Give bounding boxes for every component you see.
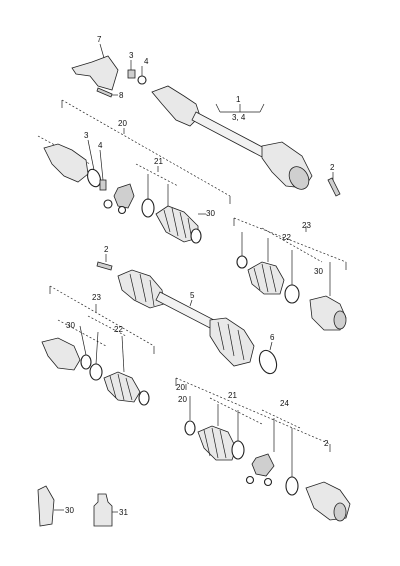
tripod-joint-b [251, 453, 275, 477]
callout-21-lower: 21 [228, 391, 237, 400]
heat-shield-7 [71, 55, 119, 91]
drive-shaft-middle: 2 5 6 [96, 245, 278, 375]
callout-30-upper: 30 [206, 209, 215, 218]
accessories: 30 31 [37, 485, 128, 527]
tripod-joint [113, 183, 135, 209]
outer-joint-20 [43, 143, 89, 183]
shaft-bar-mid [155, 291, 215, 329]
outer-joint-23 [41, 337, 81, 371]
callout-20-lower-b: 20 [178, 395, 187, 404]
callout-24: 24 [280, 399, 289, 408]
bolt-8 [96, 87, 113, 98]
drive-shaft-top: 7 8 3 4 2 1 3, 4 [71, 35, 341, 197]
boot-23 [247, 261, 285, 295]
clamp-ring-21b [231, 440, 245, 460]
boot-20b [197, 425, 237, 461]
grease-bottle-31 [93, 493, 113, 527]
callout-22-right: 22 [282, 233, 291, 242]
outer-joint-mid [117, 269, 165, 309]
small-clamp-23 [236, 255, 248, 269]
ring-4 [99, 179, 107, 191]
small-clamp-23b [80, 354, 92, 370]
boot-23b [103, 371, 141, 403]
repair-kit-20-upper: 20 3 4 21 30 [37, 99, 231, 244]
joint-flange-23 [333, 310, 347, 330]
small-clamp-23c [138, 390, 150, 406]
clamp-3 [87, 168, 101, 188]
callout-4-top: 4 [144, 57, 149, 66]
bolt-2-mid [96, 261, 113, 271]
callout-6: 6 [270, 333, 275, 342]
callout-1-sub: 3, 4 [232, 113, 246, 122]
flange-ring-6 [258, 349, 278, 375]
inner-cup-top [288, 166, 310, 190]
callout-2-top: 2 [330, 163, 335, 172]
repair-kit-20-lower: 20 21 24 2 20 [175, 377, 351, 522]
callout-23-right: 23 [302, 221, 311, 230]
callout-2-lower: 2 [324, 439, 329, 448]
clamp-ring-22b [89, 363, 103, 381]
callout-4-left: 4 [98, 141, 103, 150]
nut-3 [127, 69, 136, 79]
callout-8: 8 [119, 91, 124, 100]
joint-flange-20 [333, 502, 347, 522]
callout-3-top: 3 [129, 51, 134, 60]
callout-30-tube: 30 [65, 506, 74, 515]
callout-5: 5 [190, 291, 195, 300]
clamp-3b [285, 476, 299, 496]
callout-3-left: 3 [84, 131, 89, 140]
shaft-bar-top [191, 111, 269, 159]
callout-20-lower: 20 [176, 383, 185, 392]
callout-31: 31 [119, 508, 128, 517]
callout-2-mid: 2 [104, 245, 109, 254]
repair-kit-23-left: 23 30 22 [41, 285, 155, 406]
roller-a [103, 199, 113, 209]
repair-kit-23-right: 23 22 30 [233, 217, 347, 331]
roller-c [245, 475, 255, 485]
small-clamp-20 [190, 228, 202, 244]
clamp-ring-22 [284, 284, 300, 304]
clamp-ring-21 [141, 198, 155, 218]
small-clamp-20b [184, 420, 196, 436]
inner-boot-mid [209, 317, 255, 367]
callout-23-left: 23 [92, 293, 101, 302]
callout-20-upper: 20 [118, 119, 127, 128]
roller-b [117, 205, 127, 215]
callout-30-left: 30 [66, 321, 75, 330]
grease-tube-30 [37, 485, 55, 527]
callout-7: 7 [97, 35, 102, 44]
callout-22-left: 22 [114, 325, 123, 334]
washer-4 [137, 75, 147, 85]
callout-21-upper: 21 [154, 157, 163, 166]
callout-30-right: 30 [314, 267, 323, 276]
roller-d [263, 477, 273, 487]
callout-1: 1 [236, 95, 241, 104]
bolt-2-top [327, 177, 341, 197]
